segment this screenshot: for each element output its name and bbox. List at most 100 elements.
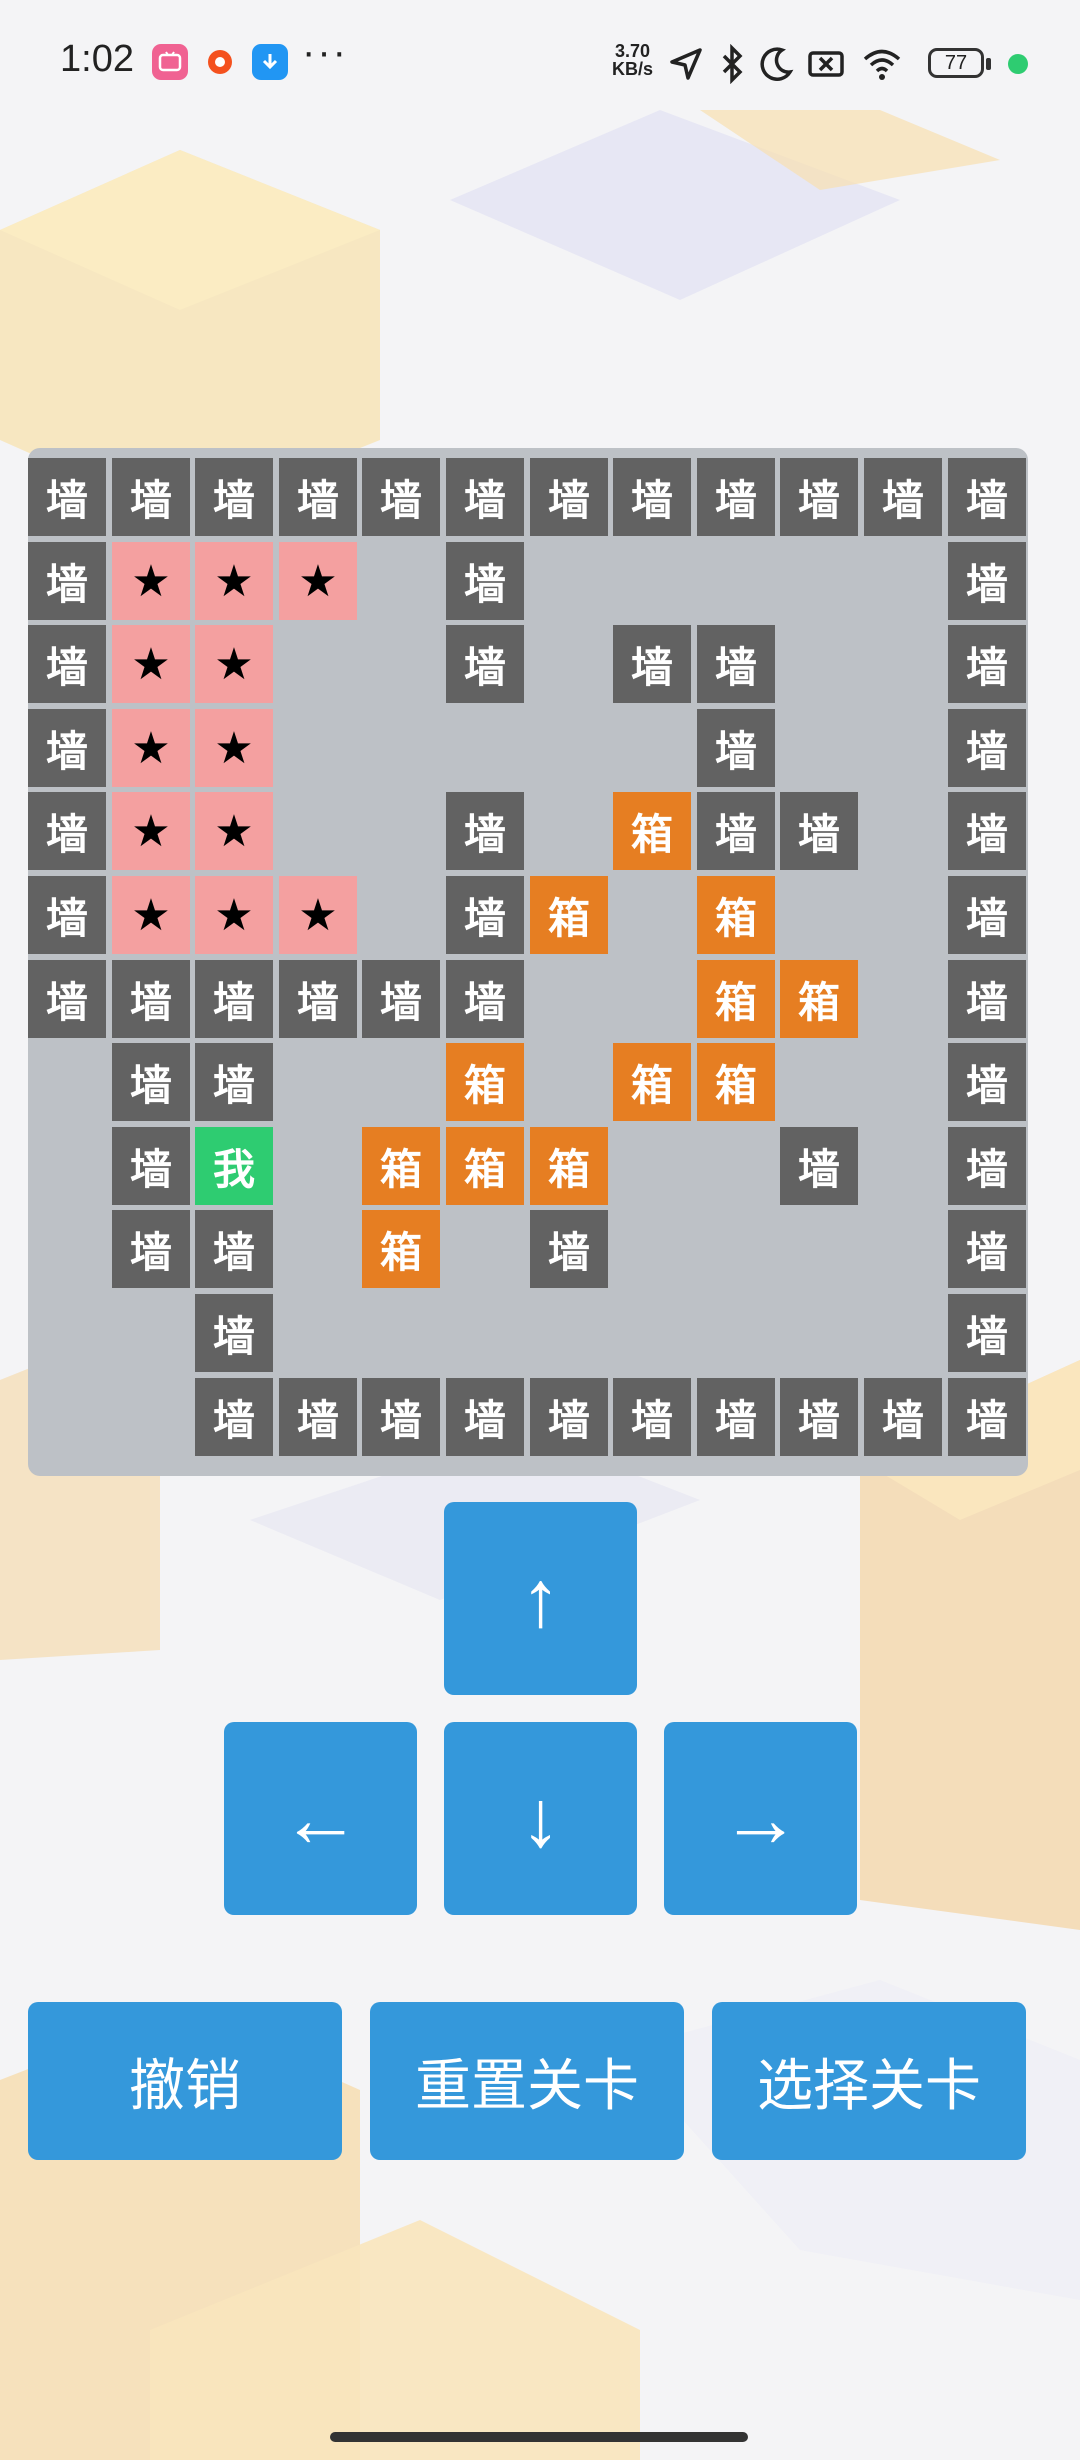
wall-tile: 墙 [697,709,775,787]
target-tile: ★ [112,542,190,620]
wall-tile: 墙 [279,458,357,536]
box-tile: 箱 [362,1127,440,1205]
moon-icon [760,47,794,81]
wall-tile: 墙 [112,1210,190,1288]
wall-tile: 墙 [446,458,524,536]
up-button[interactable]: ↑ [444,1502,637,1695]
battery-level: 77 [944,51,968,74]
wall-tile: 墙 [530,458,608,536]
wall-tile: 墙 [446,1378,524,1456]
box-tile: 箱 [697,876,775,954]
wall-tile: 墙 [948,625,1026,703]
target-tile: ★ [112,876,190,954]
wall-tile: 墙 [948,1043,1026,1121]
wall-tile: 墙 [530,1210,608,1288]
wall-tile: 墙 [864,1378,942,1456]
wall-tile: 墙 [195,1210,273,1288]
wall-tile: 墙 [28,960,106,1038]
wall-tile: 墙 [112,458,190,536]
target-tile: ★ [112,709,190,787]
wall-tile: 墙 [279,1378,357,1456]
down-button[interactable]: ↓ [444,1722,637,1915]
box-tile: 箱 [780,960,858,1038]
box-tile: 箱 [446,1043,524,1121]
box-tile: 箱 [613,792,691,870]
select-level-button[interactable]: 选择关卡 [712,2002,1026,2160]
clock: 1:02 [60,38,134,80]
wall-tile: 墙 [530,1378,608,1456]
wall-tile: 墙 [948,542,1026,620]
orange-app-icon [202,44,238,80]
more-notifications-icon: ··· [302,30,348,74]
wall-tile: 墙 [28,876,106,954]
bluetooth-icon [722,44,743,84]
wall-tile: 墙 [948,1378,1026,1456]
wall-tile: 墙 [948,792,1026,870]
box-tile: 箱 [446,1127,524,1205]
wall-tile: 墙 [195,1378,273,1456]
wall-tile: 墙 [697,458,775,536]
box-tile: 箱 [362,1210,440,1288]
player-tile: 我 [195,1127,273,1205]
wall-tile: 墙 [279,960,357,1038]
box-tile: 箱 [697,960,775,1038]
wall-tile: 墙 [948,458,1026,536]
wall-tile: 墙 [112,1127,190,1205]
target-tile: ★ [195,542,273,620]
battery-tip [986,58,991,70]
wall-tile: 墙 [613,458,691,536]
box-tile: 箱 [697,1043,775,1121]
target-tile: ★ [195,709,273,787]
reset-level-button[interactable]: 重置关卡 [370,2002,684,2160]
download-app-icon [252,44,288,80]
target-tile: ★ [112,792,190,870]
wall-tile: 墙 [948,876,1026,954]
wall-tile: 墙 [28,709,106,787]
wall-tile: 墙 [697,1378,775,1456]
wall-tile: 墙 [446,960,524,1038]
target-tile: ★ [279,542,357,620]
box-tile: 箱 [530,876,608,954]
wall-tile: 墙 [780,1378,858,1456]
wall-tile: 墙 [948,960,1026,1038]
wall-tile: 墙 [948,1294,1026,1372]
privacy-indicator-dot [1008,54,1028,74]
wall-tile: 墙 [112,960,190,1038]
wall-tile: 墙 [446,625,524,703]
wall-tile: 墙 [112,1043,190,1121]
wall-tile: 墙 [362,458,440,536]
right-button[interactable]: → [664,1722,857,1915]
wall-tile: 墙 [28,792,106,870]
undo-button[interactable]: 撤销 [28,2002,342,2160]
status-bar: 1:02 ··· 3.70 KB/s 77 [0,0,1080,128]
wall-tile: 墙 [613,625,691,703]
home-indicator[interactable] [330,2432,748,2442]
wall-tile: 墙 [446,792,524,870]
wall-tile: 墙 [362,1378,440,1456]
target-tile: ★ [279,876,357,954]
battery-icon: 77 [928,48,984,78]
location-icon [670,48,702,80]
wifi-icon [863,49,901,80]
wall-tile: 墙 [28,625,106,703]
wall-tile: 墙 [864,458,942,536]
wall-tile: 墙 [195,458,273,536]
wall-tile: 墙 [195,1043,273,1121]
wall-tile: 墙 [28,542,106,620]
target-tile: ★ [112,625,190,703]
wall-tile: 墙 [446,542,524,620]
wall-tile: 墙 [195,960,273,1038]
wall-tile: 墙 [28,458,106,536]
left-button[interactable]: ← [224,1722,417,1915]
sokoban-board: 墙墙墙墙墙墙墙墙墙墙墙墙墙★★★墙墙墙★★墙墙墙墙墙★★墙墙墙★★墙箱墙墙墙墙★… [28,448,1028,1476]
wall-tile: 墙 [362,960,440,1038]
wall-tile: 墙 [446,876,524,954]
wall-tile: 墙 [697,625,775,703]
wall-tile: 墙 [780,1127,858,1205]
wall-tile: 墙 [613,1378,691,1456]
wall-tile: 墙 [780,458,858,536]
target-tile: ★ [195,792,273,870]
network-speed-value: 3.70 [614,41,651,61]
no-sim-icon [808,51,844,77]
wall-tile: 墙 [195,1294,273,1372]
